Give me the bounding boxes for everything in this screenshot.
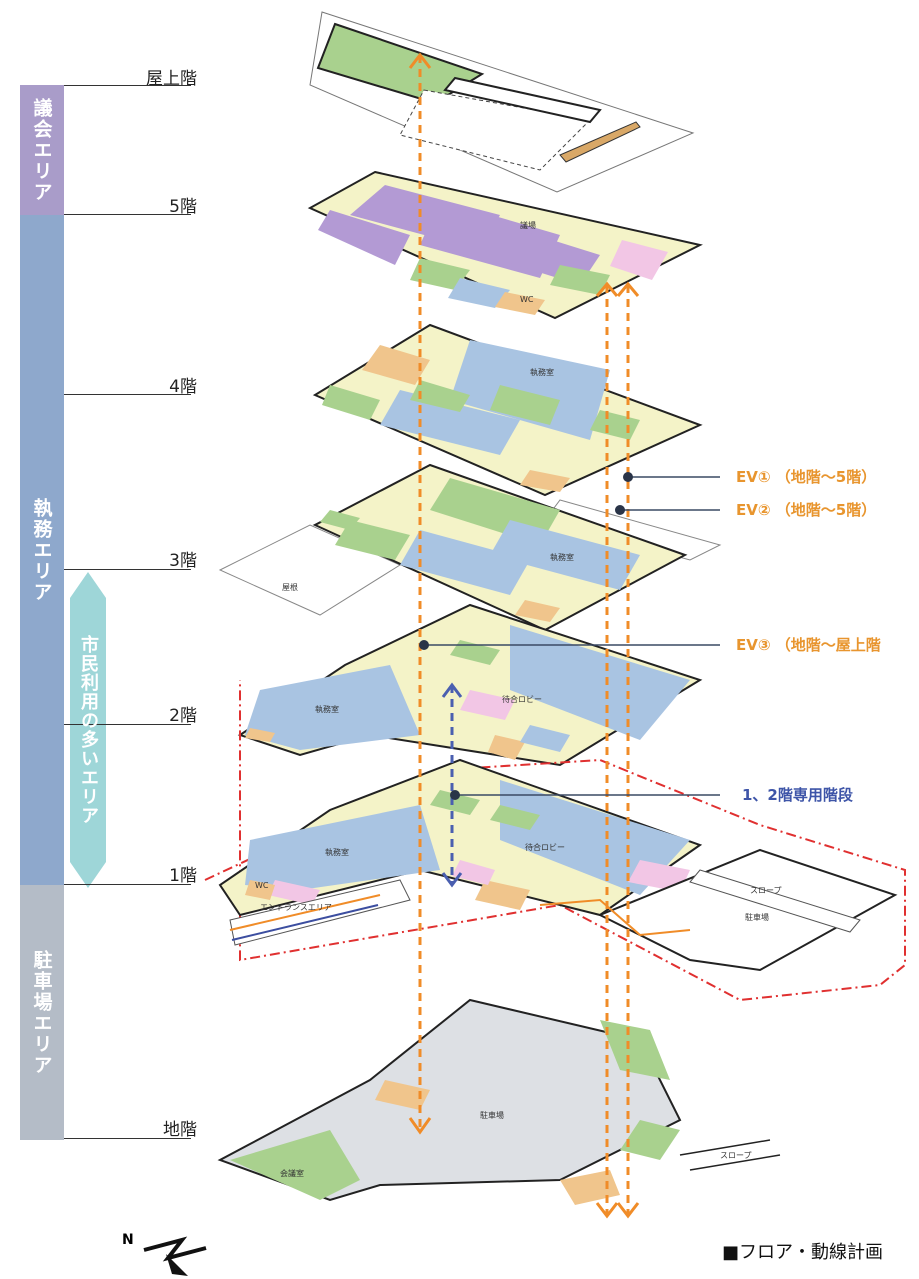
floor-plate-roof (309, 11, 695, 193)
label-parking-1f: 駐車場 (745, 912, 769, 922)
callout-ev2: EV② （地階～5階） (736, 501, 877, 519)
floor-plate-5f (307, 170, 703, 320)
callout-stairs: 1、2階専用階段 (742, 786, 853, 804)
floor-rule-4f (64, 394, 191, 395)
floor-rule-5f (64, 214, 191, 215)
floor-plate-b1 (217, 998, 682, 1205)
floor-rule-roof (64, 85, 191, 86)
floor-label-3f: 3階 (169, 551, 197, 571)
label-shitsumu-1f: 執務室 (325, 847, 349, 857)
label-lobby-1f: 待合ロビー (525, 842, 565, 852)
label-slope-b1: スロープ (720, 1151, 752, 1160)
floor-plate-1f (218, 758, 898, 972)
label-lobby-2f: 待合ロビー (502, 694, 542, 704)
area-band-chusha-label: 駐車場エリア (30, 949, 53, 1076)
area-band-gikai-label: 議会エリア (30, 97, 53, 203)
north-label: N (122, 1232, 134, 1248)
floor-label-2f: 2階 (169, 706, 197, 726)
area-band-gikai: 議会エリア (20, 85, 64, 215)
label-shitsumu-2f: 執務室 (315, 704, 339, 714)
north-arrow: N (122, 1232, 212, 1279)
area-band-shimin-label: 市民利用の多いエリア (78, 635, 99, 825)
callout-ev3: EV③ （地階～屋上階 (736, 636, 881, 654)
label-entrance: エントランスエリア (260, 903, 332, 912)
floor-plate-3f (312, 463, 688, 632)
label-shitsumu-3f: 執務室 (550, 552, 574, 562)
floor-label-b1: 地階 (163, 1120, 197, 1140)
floor-plate-4f (312, 323, 703, 497)
north-arrow-icon (143, 1236, 207, 1276)
label-wc-5f: WC (520, 295, 534, 304)
area-band-shimin-shape (70, 572, 106, 888)
figure-caption: ■フロア・動線計画 (722, 1242, 884, 1263)
label-roof-3f: 屋根 (282, 582, 298, 592)
floor-label-4f: 4階 (169, 377, 197, 397)
area-band-chusha: 駐車場エリア (20, 885, 64, 1140)
label-parking-b1: 駐車場 (480, 1110, 504, 1120)
area-band-shimin: 市民利用の多いエリア (70, 610, 106, 850)
area-band-shitsumu-label: 執務エリア (30, 497, 53, 603)
label-wc-1f: WC (255, 881, 269, 890)
area-band-shitsumu: 執務エリア (20, 215, 64, 885)
label-gijo-5f: 議場 (520, 220, 536, 230)
label-kaigishitsu-b1: 会議室 (280, 1168, 304, 1178)
site-boundary-1f (204, 680, 906, 1002)
label-slope-1f: スロープ (750, 886, 782, 895)
label-shitsumu-4f: 執務室 (530, 367, 554, 377)
callout-ev1: EV① （地階～5階） (736, 468, 877, 486)
floor-rule-1f (64, 884, 191, 885)
floor-rule-b1 (64, 1138, 191, 1139)
floor-label-5f: 5階 (169, 197, 197, 217)
floor-rule-3f (64, 569, 191, 570)
floor-plate-2f (237, 603, 703, 767)
floor-label-1f: 1階 (169, 866, 197, 886)
floor-rule-2f (64, 724, 191, 725)
floor-label-roof: 屋上階 (146, 69, 197, 89)
